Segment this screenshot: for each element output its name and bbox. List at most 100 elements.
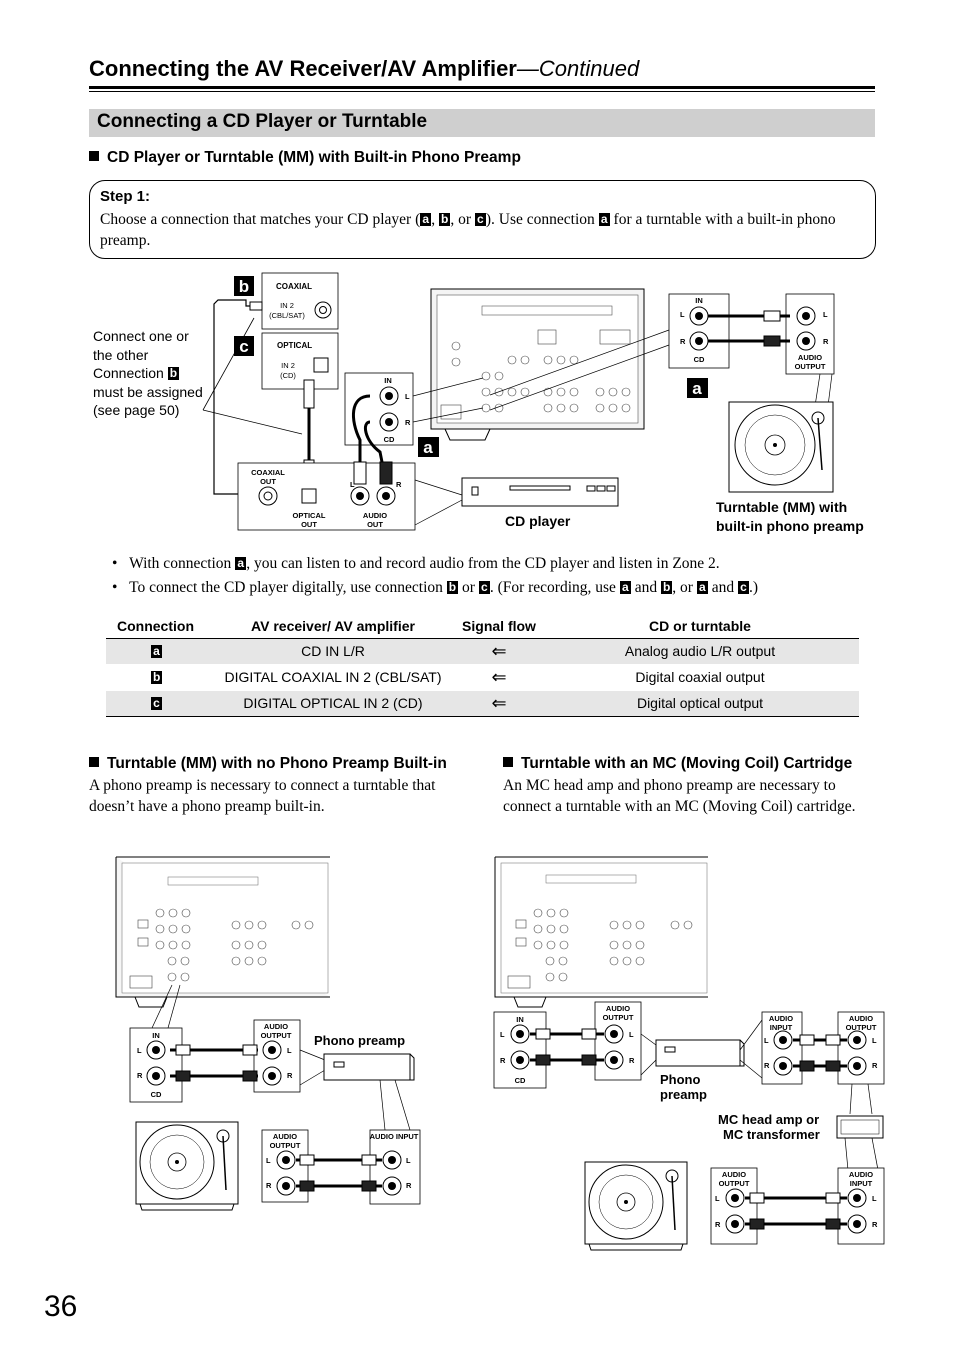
square-bullet-icon [89, 757, 99, 767]
svg-text:L: L [287, 1046, 292, 1055]
tag-a: a [151, 645, 162, 658]
table-cell: Digital optical output [541, 690, 859, 717]
tag-b: b [446, 580, 459, 594]
svg-text:L: L [715, 1194, 720, 1203]
receiver-rear-panel-icon [430, 288, 645, 441]
svg-text:OPTICAL: OPTICAL [293, 511, 326, 520]
svg-text:IN 2: IN 2 [281, 361, 295, 370]
step-text: Choose a connection that matches your CD… [100, 211, 836, 249]
svg-text:AUDIO: AUDIO [798, 353, 822, 362]
turntable-icon [728, 401, 834, 493]
svg-text:AUDIO: AUDIO [606, 1004, 630, 1013]
svg-text:L: L [629, 1030, 634, 1039]
svg-text:R: R [872, 1061, 878, 1070]
mc-text: An MC head amp and phono preamp are nece… [503, 777, 856, 815]
tag-b: b [439, 212, 451, 226]
signal-arrow: ⇐ [457, 664, 541, 691]
svg-text:Phono: Phono [660, 1072, 700, 1087]
svg-text:AUDIO: AUDIO [849, 1170, 873, 1179]
svg-text:OUTPUT: OUTPUT [603, 1013, 634, 1022]
svg-text:R: R [823, 337, 829, 346]
svg-text:L: L [500, 1030, 505, 1039]
svg-text:R: R [405, 418, 411, 427]
svg-text:(CD): (CD) [280, 371, 296, 380]
page-title: Connecting the AV Receiver/AV Amplifier—… [89, 56, 640, 81]
tag-a: a [619, 581, 631, 594]
bullet-digital: • To connect the CD player digitally, us… [112, 579, 759, 596]
table-row: b DIGITAL COAXIAL IN 2 (CBL/SAT) ⇐ Digit… [106, 664, 859, 691]
svg-text:(CBL/SAT): (CBL/SAT) [269, 311, 305, 320]
tag-c: c [151, 697, 162, 710]
svg-text:OUT: OUT [367, 520, 383, 529]
connection-table: Connection AV receiver/ AV amplifier Sig… [106, 614, 859, 717]
square-bullet-icon [503, 757, 513, 767]
subsection-heading-mc: Turntable with an MC (Moving Coil) Cartr… [503, 755, 852, 773]
svg-text:CD: CD [384, 435, 395, 444]
tag-b: b [151, 670, 163, 684]
svg-text:IN: IN [152, 1031, 160, 1040]
svg-text:CD: CD [151, 1090, 162, 1099]
section-title: Connecting a CD Player or Turntable [97, 111, 428, 132]
svg-text:COAXIAL: COAXIAL [251, 468, 285, 477]
svg-text:CD: CD [694, 355, 705, 364]
svg-text:IN 2: IN 2 [280, 301, 294, 310]
column-header: AV receiver/ AV amplifier [209, 614, 457, 639]
subsection-heading-no-preamp: Turntable (MM) with no Phono Preamp Buil… [89, 755, 447, 773]
phono-preamp-icon [323, 1053, 415, 1081]
svg-text:preamp: preamp [660, 1087, 707, 1102]
table-header-row: Connection AV receiver/ AV amplifier Sig… [106, 614, 859, 639]
no-preamp-text: A phono preamp is necessary to connect a… [89, 777, 436, 815]
svg-text:OUTPUT: OUTPUT [270, 1141, 301, 1150]
title-rule-thin [89, 91, 875, 92]
svg-text:R: R [287, 1071, 293, 1080]
svg-text:R: R [406, 1181, 412, 1190]
tag-a: a [420, 213, 432, 226]
svg-text:OUTPUT: OUTPUT [846, 1023, 877, 1032]
svg-text:AUDIO: AUDIO [849, 1014, 873, 1023]
svg-text:AUDIO: AUDIO [273, 1132, 297, 1141]
tag-a: a [598, 213, 610, 226]
svg-text:IN: IN [516, 1015, 524, 1024]
svg-text:L: L [406, 1156, 411, 1165]
svg-text:IN: IN [384, 376, 392, 385]
svg-text:OUTPUT: OUTPUT [795, 362, 826, 371]
svg-text:L: L [872, 1194, 877, 1203]
svg-text:L: L [350, 480, 355, 489]
page-number: 36 [44, 1290, 78, 1323]
svg-text:a: a [692, 379, 702, 398]
tag-a: a [696, 581, 708, 594]
connection-note: Connect one or the other Connection b mu… [93, 328, 203, 419]
column-header: Connection [106, 614, 209, 639]
svg-text:IN: IN [695, 296, 703, 305]
svg-text:built-in phono preamp: built-in phono preamp [716, 518, 864, 534]
receiver-rear-panel-icon [494, 856, 708, 1008]
svg-text:R: R [396, 480, 402, 489]
table-cell: CD IN L/R [209, 638, 457, 665]
tag-c: c [478, 581, 490, 594]
receiver-rear-panel-icon [115, 856, 330, 1008]
svg-text:AUDIO: AUDIO [769, 1014, 793, 1023]
svg-text:R: R [680, 337, 686, 346]
title-rule [89, 86, 875, 89]
svg-text:MC head amp or: MC head amp or [718, 1112, 819, 1127]
svg-text:L: L [680, 310, 685, 319]
svg-text:c: c [239, 337, 248, 356]
tag-a: a [235, 557, 247, 570]
svg-text:Turntable (MM) with: Turntable (MM) with [716, 499, 847, 515]
cd-player-icon [461, 477, 619, 507]
table-row: a CD IN L/R ⇐ Analog audio L/R output [106, 638, 859, 665]
svg-text:CD: CD [515, 1076, 526, 1085]
svg-text:b: b [239, 277, 249, 296]
turntable-icon [135, 1121, 239, 1211]
tag-c: c [474, 213, 486, 226]
svg-text:R: R [500, 1056, 506, 1065]
svg-text:L: L [405, 392, 410, 401]
svg-text:L: L [266, 1156, 271, 1165]
step-box [89, 180, 876, 259]
svg-text:AUDIO: AUDIO [264, 1022, 288, 1031]
turntable-icon [584, 1161, 688, 1251]
svg-text:L: L [872, 1036, 877, 1045]
svg-text:R: R [266, 1181, 272, 1190]
svg-text:MC transformer: MC transformer [723, 1127, 820, 1142]
